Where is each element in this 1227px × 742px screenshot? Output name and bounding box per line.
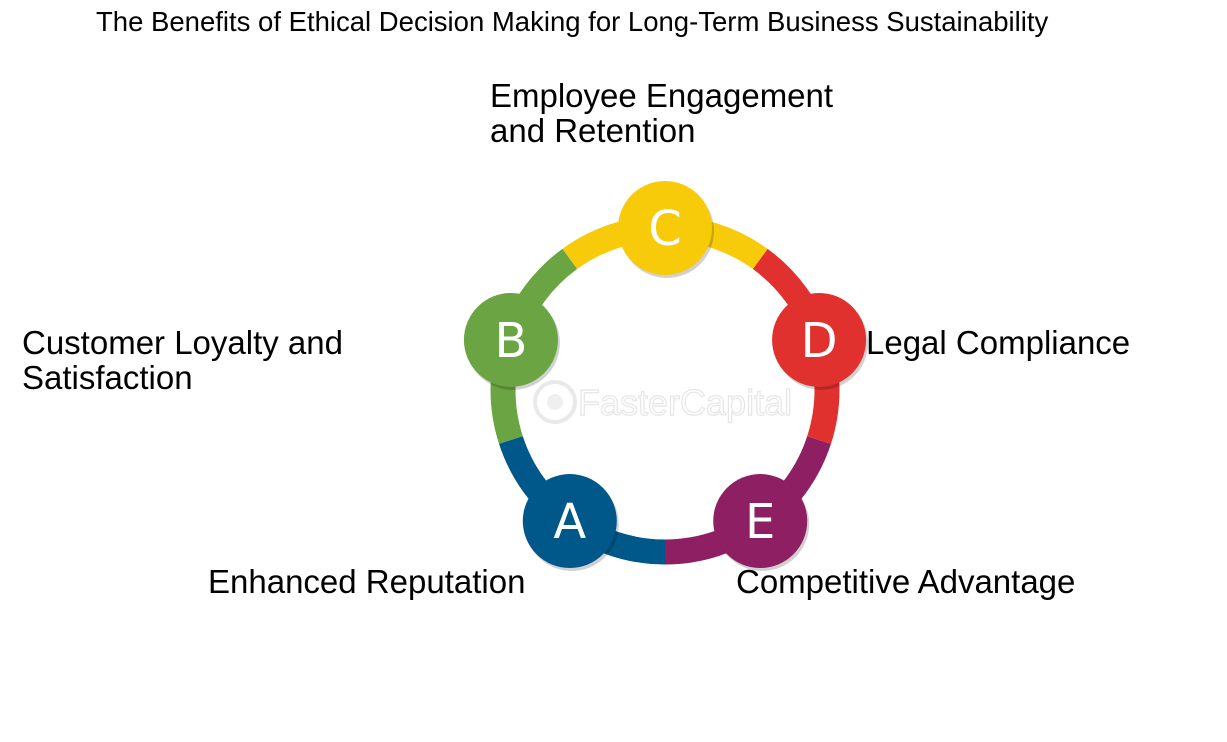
label-customer-loyalty: Customer Loyalty and Satisfaction (22, 324, 343, 396)
node-letter: A (553, 494, 586, 550)
node-d: D (772, 292, 869, 390)
node-letter: D (801, 313, 838, 369)
label-employee-engagement: Employee Engagement and Retention (490, 77, 834, 149)
node-b: B (463, 292, 560, 390)
node-e: E (713, 474, 810, 572)
diagram-title: The Benefits of Ethical Decision Making … (96, 6, 1049, 37)
node-letter: C (648, 201, 682, 257)
node-letter: B (494, 313, 527, 369)
node-circle (522, 474, 617, 569)
watermark-text: FasterCapital (578, 382, 792, 423)
node-circle (772, 292, 867, 387)
node-c: C (618, 181, 714, 278)
label-enhanced-reputation: Enhanced Reputation (208, 563, 526, 600)
node-circle (713, 474, 808, 569)
node-circle (618, 181, 712, 275)
watermark: FasterCapital (533, 380, 793, 424)
node-circle (463, 292, 558, 387)
watermark-gear-icon (533, 380, 577, 424)
label-legal-compliance: Legal Compliance (866, 324, 1131, 361)
node-a: A (522, 474, 619, 572)
node-letter: E (745, 494, 775, 550)
label-competitive-advantage: Competitive Advantage (736, 563, 1076, 600)
